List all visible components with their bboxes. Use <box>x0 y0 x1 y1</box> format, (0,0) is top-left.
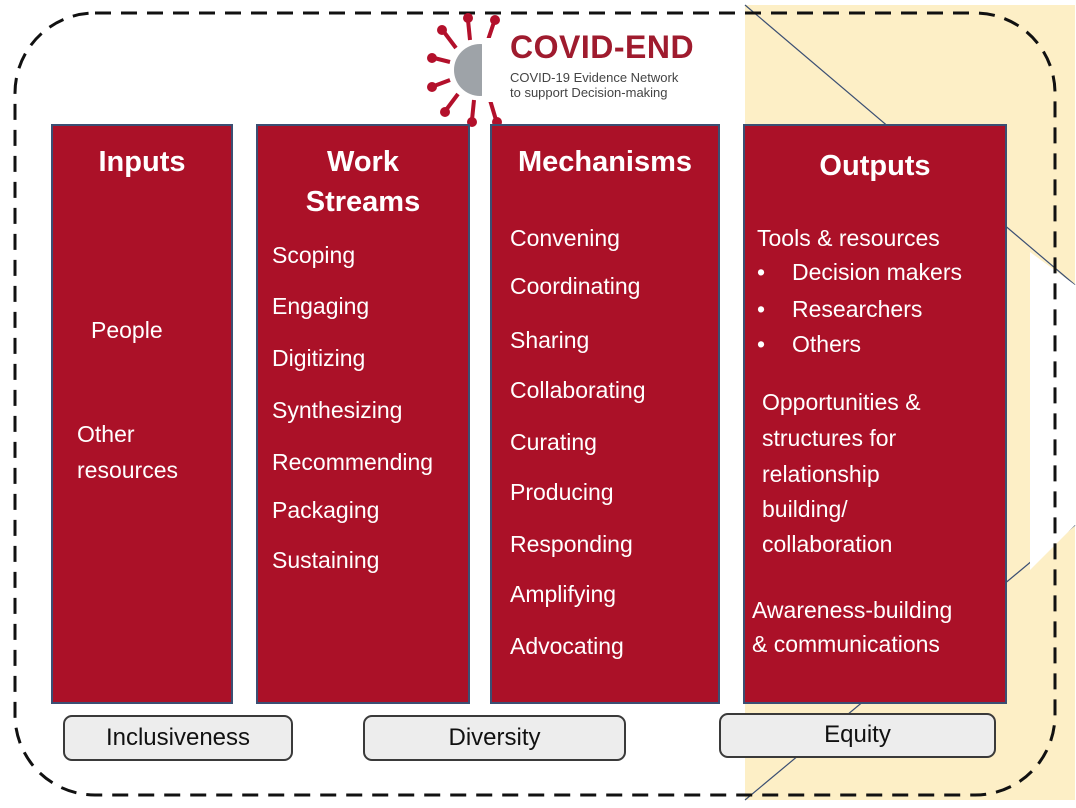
inputs-column: Inputs People Other resources <box>51 124 233 704</box>
work-streams-title-line2: Streams <box>305 186 421 218</box>
principle-diversity: Diversity <box>363 715 626 761</box>
virus-icon <box>427 13 512 127</box>
principle-equity: Equity <box>719 713 996 758</box>
outputs-line: collaboration <box>762 531 893 557</box>
mechanisms-item: Advocating <box>510 633 624 659</box>
outputs-line: Tools & resources <box>757 225 940 251</box>
outputs-line: Decision makers <box>792 259 962 285</box>
outputs-line: relationship <box>762 461 880 487</box>
work-streams-title-line1: Work <box>327 146 399 178</box>
inputs-item: People <box>91 317 163 343</box>
outputs-column: Outputs Tools & resources • Decision mak… <box>743 124 1007 704</box>
outputs-line: structures for <box>762 425 897 451</box>
mechanisms-item: Amplifying <box>510 581 617 607</box>
outputs-bullet: • <box>757 331 766 357</box>
outputs-bullet: • <box>757 296 766 322</box>
work-streams-item: Recommending <box>272 449 434 475</box>
outputs-line: Opportunities & <box>762 389 921 415</box>
mechanisms-item: Responding <box>510 531 633 557</box>
principle-inclusiveness: Inclusiveness <box>63 715 293 761</box>
outputs-line: Others <box>792 331 862 357</box>
outputs-line: Researchers <box>792 296 923 322</box>
inputs-title: Inputs <box>98 146 186 178</box>
logo-subtitle-line2: to support Decision-making <box>510 85 668 100</box>
mechanisms-column: Mechanisms Convening Coordinating Sharin… <box>490 124 720 704</box>
mechanisms-item: Curating <box>510 429 597 455</box>
accent-white-wedge <box>1030 252 1075 570</box>
work-streams-column: Work Streams Scoping Engaging Digitizing… <box>256 124 470 704</box>
mechanisms-item: Convening <box>510 225 620 251</box>
outputs-line: & communications <box>752 631 940 657</box>
logo-subtitle-line1: COVID-19 Evidence Network <box>510 70 679 85</box>
inputs-item: resources <box>77 457 178 483</box>
dashed-boundary <box>13 11 1057 797</box>
work-streams-item: Scoping <box>272 242 356 268</box>
mechanisms-item: Coordinating <box>510 273 641 299</box>
work-streams-item: Digitizing <box>272 345 366 371</box>
work-streams-item: Packaging <box>272 497 380 523</box>
mechanisms-title: Mechanisms <box>517 146 693 178</box>
work-streams-item: Synthesizing <box>272 397 403 423</box>
work-streams-item: Engaging <box>272 293 370 319</box>
outputs-line: building/ <box>762 496 848 522</box>
outputs-bullet: • <box>757 259 766 285</box>
outputs-line: Awareness-building <box>752 597 953 623</box>
mechanisms-item: Producing <box>510 479 614 505</box>
logo-title: COVID-END <box>510 29 695 65</box>
mechanisms-item: Collaborating <box>510 377 646 403</box>
work-streams-item: Sustaining <box>272 547 380 573</box>
mechanisms-item: Sharing <box>510 327 590 353</box>
inputs-item: Other <box>77 421 135 447</box>
outputs-title: Outputs <box>819 150 931 182</box>
